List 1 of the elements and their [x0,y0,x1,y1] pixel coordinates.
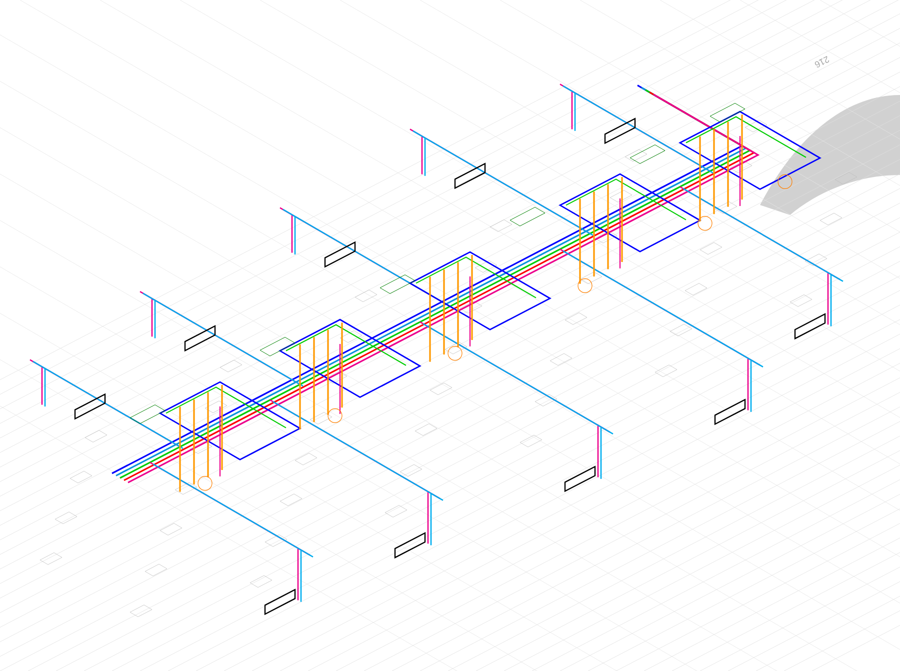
room-number: 216 [814,56,830,68]
